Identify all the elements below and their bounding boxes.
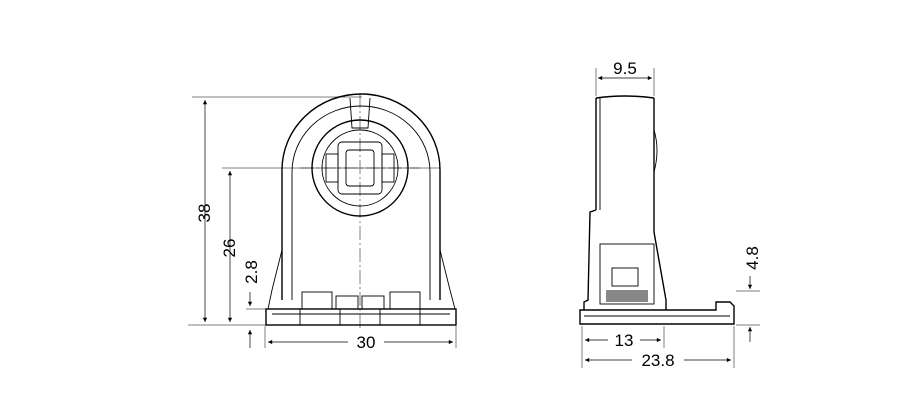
right-flare (439, 249, 456, 310)
dim-label-13: 13 (615, 331, 634, 350)
body-inner-line (291, 105, 431, 300)
dim-label-26: 26 (220, 239, 239, 258)
side-lower-left (583, 209, 597, 310)
side-view: 9.5 4.8 13 23.8 (579, 59, 762, 370)
side-latch-frame (599, 243, 655, 305)
dim-label-2-8: 2.8 (242, 260, 261, 284)
side-base-foot (579, 301, 735, 325)
dim-label-38: 38 (195, 204, 214, 223)
dim-label-30: 30 (357, 333, 376, 352)
contact-lug-left (301, 291, 333, 310)
base-plate (265, 308, 457, 326)
contact-lug-mid-left (335, 295, 359, 310)
body-outline (281, 93, 441, 300)
lamp-slot (349, 97, 371, 129)
side-latch-window (611, 267, 639, 287)
side-housing-bulge (653, 129, 658, 173)
contact-lug-right (389, 291, 421, 310)
side-housing-top (595, 95, 655, 99)
dim-label-23-8: 23.8 (641, 351, 674, 370)
front-view: 38 26 2.8 30 (188, 93, 457, 352)
contact-lug-mid-right (361, 295, 385, 310)
left-flare (267, 249, 283, 310)
side-housing-sides (595, 98, 655, 232)
dim-label-4-8: 4.8 (743, 246, 762, 270)
side-lower-right (653, 231, 667, 310)
dim-label-9-5: 9.5 (613, 59, 637, 78)
side-latch-grip (606, 290, 648, 302)
